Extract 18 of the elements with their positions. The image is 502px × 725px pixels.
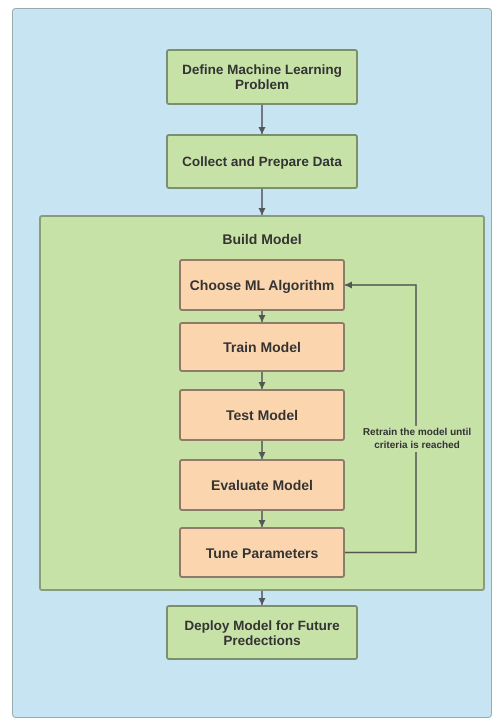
arrow bbox=[258, 441, 266, 459]
arrow bbox=[258, 511, 266, 527]
container-title: Build Model bbox=[222, 231, 302, 247]
arrow bbox=[258, 311, 266, 322]
process-box: Define Machine Learning Problem bbox=[166, 49, 358, 105]
arrow bbox=[258, 591, 266, 605]
process-box: Test Model bbox=[179, 389, 345, 441]
process-box: Tune Parameters bbox=[179, 527, 345, 578]
process-box: Collect and Prepare Data bbox=[166, 134, 358, 189]
arrow bbox=[258, 372, 266, 389]
process-box: Choose ML Algorithm bbox=[179, 259, 345, 311]
process-box: Evaluate Model bbox=[179, 459, 345, 511]
group-container bbox=[39, 215, 485, 591]
process-box: Deploy Model for Future Predections bbox=[166, 605, 358, 660]
arrow bbox=[258, 105, 266, 134]
arrow bbox=[345, 282, 417, 554]
process-box: Train Model bbox=[179, 322, 345, 372]
arrow bbox=[258, 189, 266, 215]
